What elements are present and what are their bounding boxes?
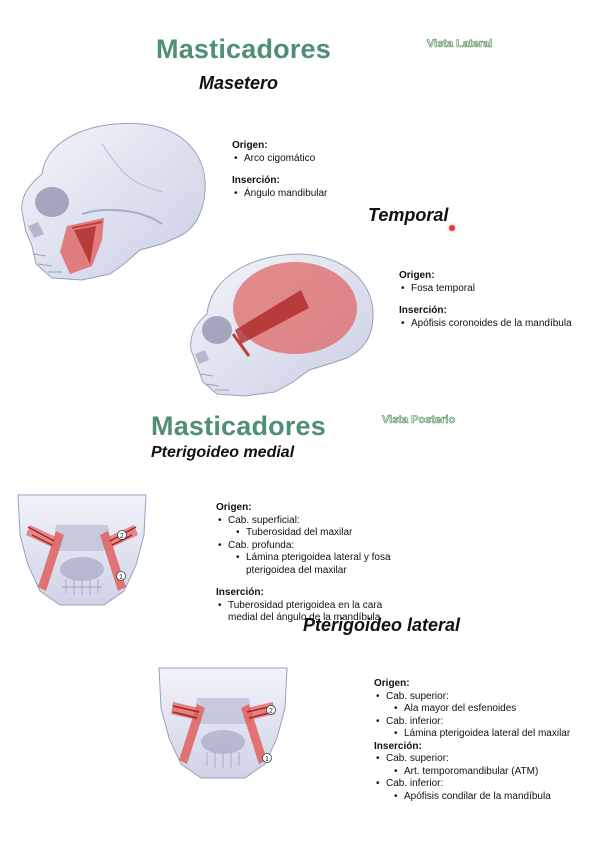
- pt-lateral-insertion-item: Art. temporomandibular (ATM): [374, 766, 574, 779]
- figure-label-2: 2: [120, 533, 124, 540]
- pterigoideo-medial-info: Origen: Cab. superficial: Tuberosidad de…: [216, 502, 402, 625]
- pt-lateral-origin-label: Origen:: [374, 678, 410, 689]
- pt-medial-origin-label: Origen:: [216, 502, 252, 513]
- pt-lateral-origin-item: Cab. superior:: [374, 691, 574, 704]
- masetero-title: Masetero: [199, 73, 279, 93]
- pt-medial-origin-item: Cab. profunda:: [216, 540, 402, 553]
- pt-lateral-insertion-item: Cab. superior:: [374, 753, 574, 766]
- masetero-insertion-label: Inserción:: [232, 175, 280, 186]
- masetero-insertion: Ángulo mandibular: [232, 188, 412, 201]
- pt-medial-origin-item: Cab. superficial:: [216, 515, 402, 528]
- section2-view-tag: Vista Posterio: [382, 414, 456, 427]
- temporal-info: Origen: Fosa temporal Inserción: Apófisi…: [399, 270, 595, 330]
- skull-temporal-illustration: [190, 253, 374, 397]
- pt-medial-insertion: Tuberosidad pterigoidea en la cara media…: [216, 600, 402, 625]
- skull-pterigoideo-lateral-illustration: 1 2: [158, 667, 288, 779]
- pterigoideo-medial-title: Pterigoideo medial: [151, 444, 295, 461]
- temporal-title: Temporal: [368, 205, 449, 225]
- pt-medial-origin-item: Tuberosidad del maxilar: [216, 527, 402, 540]
- skull-pterigoideo-medial-illustration: 1 2: [17, 494, 147, 606]
- pterigoideo-lateral-title: Pterigoideo lateral: [303, 615, 461, 635]
- figure-label-1: 1: [265, 756, 269, 763]
- masetero-origin-label: Origen:: [232, 140, 268, 151]
- figure-label-2: 2: [269, 708, 273, 715]
- pt-lateral-insertion-item: Apófisis condilar de la mandíbula: [374, 791, 574, 804]
- masetero-info: Origen: Arco cigomático Inserción: Ángul…: [232, 140, 412, 200]
- skull-masetero-illustration: [21, 122, 206, 281]
- temporal-origin: Fosa temporal: [399, 283, 595, 296]
- temporal-insertion: Apófisis coronoides de la mandíbula: [399, 318, 595, 331]
- section1-view-tag: Vista Lateral: [427, 38, 493, 51]
- pt-medial-origin-item: Lámina pterigoidea lateral y fosa pterig…: [216, 552, 402, 577]
- section1-title: Masticadores: [156, 34, 331, 64]
- pt-lateral-origin-item: Cab. inferior:: [374, 716, 574, 729]
- pt-lateral-insertion-item: Cab. inferior:: [374, 778, 574, 791]
- pt-lateral-origin-item: Ala mayor del esfenoides: [374, 703, 574, 716]
- pt-lateral-insertion-label: Inserción:: [374, 740, 422, 752]
- figure-label-1: 1: [119, 574, 123, 581]
- temporal-origin-label: Origen:: [399, 270, 435, 281]
- section2-title: Masticadores: [151, 411, 326, 441]
- pterigoideo-lateral-info: Origen: Cab. superior: Ala mayor del esf…: [374, 678, 574, 803]
- temporal-insertion-label: Inserción:: [399, 305, 447, 316]
- masetero-origin: Arco cigomático: [232, 153, 412, 166]
- red-dot-marker: [449, 225, 455, 231]
- pt-lateral-origin-item: Lámina pterigoidea lateral del maxilar: [374, 728, 574, 741]
- pt-medial-insertion-label: Inserción:: [216, 587, 264, 598]
